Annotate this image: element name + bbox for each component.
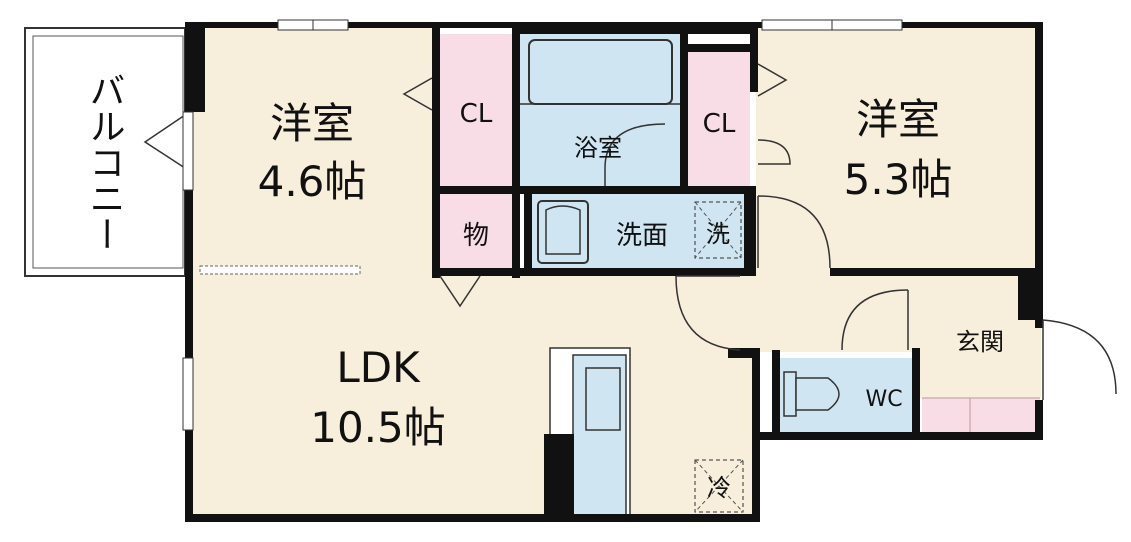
entrance-tile (922, 398, 1040, 432)
balcony (24, 27, 186, 277)
storage-label: 物 (463, 221, 489, 251)
closet-right-label: CL (703, 109, 736, 139)
balcony-label: バルコニー (84, 72, 125, 252)
western-right-name: 洋室 (856, 95, 940, 144)
western-left-size: 4.6帖 (258, 157, 367, 206)
washroom-label: 洗面 (616, 221, 668, 251)
windows (182, 19, 903, 431)
ldk-name: LDK (336, 343, 421, 392)
hallway-floor (752, 276, 920, 352)
ldk-size: 10.5帖 (310, 403, 446, 452)
storage-closet (440, 192, 512, 270)
washer-space (694, 201, 742, 259)
fridge-space (694, 459, 744, 513)
closet-right (688, 52, 750, 186)
walls (185, 22, 1043, 522)
closet-left-label: CL (460, 99, 493, 129)
bathtub (528, 39, 673, 105)
sink (537, 200, 589, 264)
western-room-left (192, 28, 434, 276)
closet-left (440, 34, 512, 186)
bathroom-label: 浴室 (574, 134, 622, 162)
toilet-label: WC (865, 387, 902, 412)
entrance-label: 玄関 (956, 328, 1004, 356)
western-room-right (756, 28, 1041, 276)
western-left-name: 洋室 (270, 99, 354, 148)
fridge-label: 冷 (707, 474, 731, 502)
ldk-floor (185, 276, 752, 520)
washer-label: 洗 (706, 220, 730, 248)
western-right-size: 5.3帖 (844, 155, 953, 204)
doors (402, 63, 1117, 400)
